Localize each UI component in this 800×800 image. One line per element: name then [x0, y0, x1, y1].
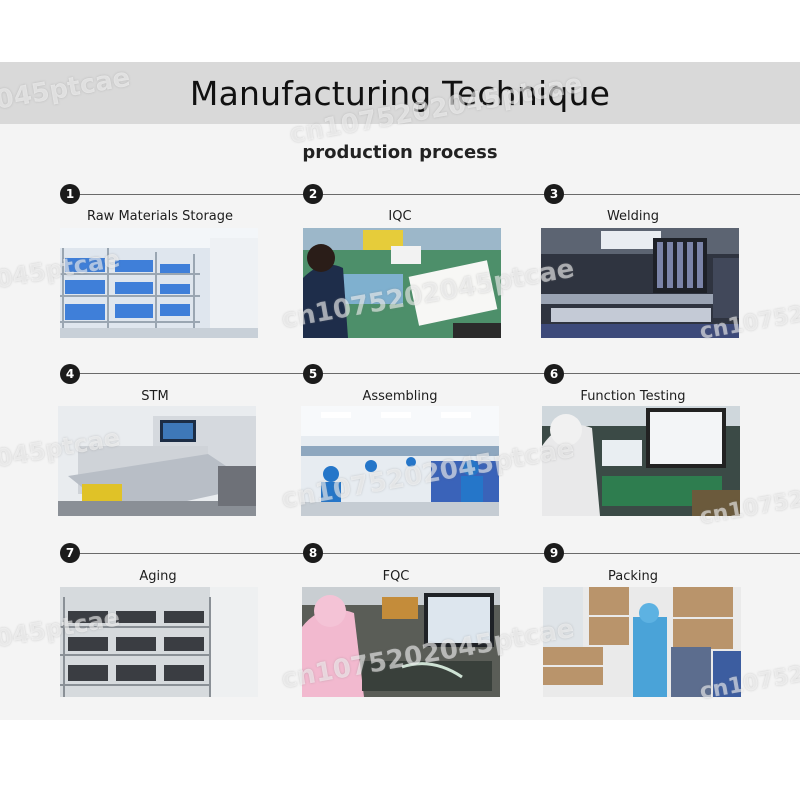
- step-number-badge: 9: [544, 543, 564, 563]
- step-number-badge: 7: [60, 543, 80, 563]
- step-number-badge: 6: [544, 364, 564, 384]
- step-number-badge: 4: [60, 364, 80, 384]
- step-number-badge: 1: [60, 184, 80, 204]
- page-title: Manufacturing Technique: [189, 73, 611, 113]
- step-label: FQC: [382, 569, 410, 584]
- stm-photo: [58, 406, 256, 516]
- step-number-badge: 5: [303, 364, 323, 384]
- step-label: Raw Materials Storage: [86, 209, 234, 224]
- iqc-photo: [303, 228, 501, 338]
- row-divider: [70, 553, 800, 554]
- step-number-badge: 3: [544, 184, 564, 204]
- section-subtitle: production process: [302, 142, 498, 163]
- step-number-badge: 2: [303, 184, 323, 204]
- assembling-photo: [301, 406, 499, 516]
- step-label: Welding: [606, 209, 660, 224]
- step-label: Assembling: [362, 389, 438, 404]
- fqc-photo: [302, 587, 500, 697]
- row-divider: [70, 373, 800, 374]
- step-label: STM: [141, 389, 169, 404]
- step-label: Function Testing: [580, 389, 686, 404]
- function-testing-photo: [542, 406, 740, 516]
- welding-photo: [541, 228, 739, 338]
- step-label: Packing: [607, 569, 658, 584]
- step-number-badge: 8: [303, 543, 323, 563]
- raw-materials-storage-photo: [60, 228, 258, 338]
- step-label: Aging: [139, 569, 177, 584]
- step-label: IQC: [388, 209, 412, 224]
- row-divider: [70, 194, 800, 195]
- aging-photo: [60, 587, 258, 697]
- title-band: Manufacturing Technique: [0, 62, 800, 124]
- packing-photo: [543, 587, 741, 697]
